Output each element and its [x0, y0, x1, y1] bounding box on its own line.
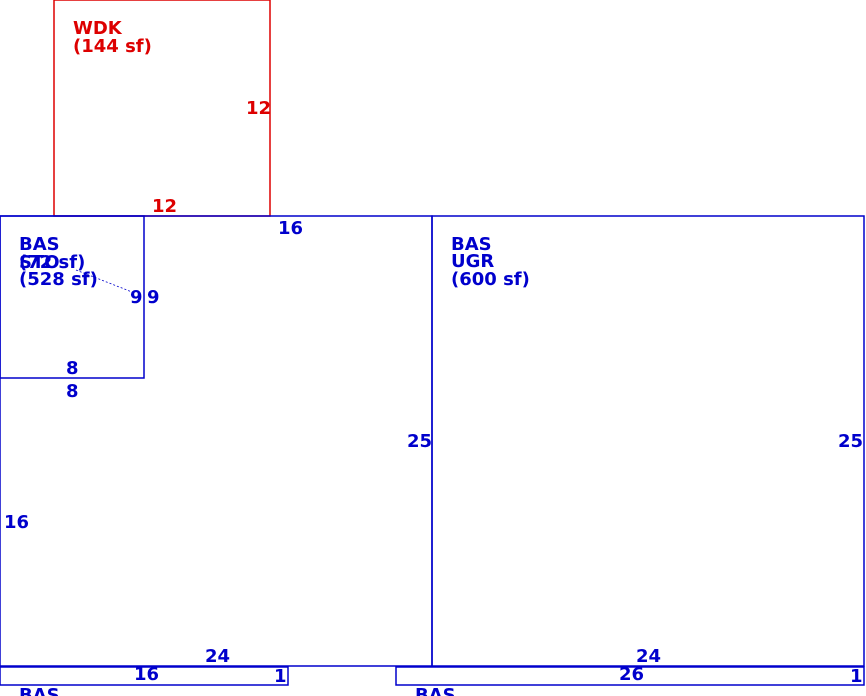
- wdk-label: WDK: [73, 18, 123, 39]
- strip-left-bas-label: BAS: [19, 685, 60, 696]
- ugr-bas-label: BAS: [451, 234, 492, 255]
- storage-code-label: STO: [19, 252, 60, 273]
- strip-right-end-dimension: 1: [850, 666, 863, 687]
- strip-right-top-dimension: 26: [619, 664, 644, 685]
- bas-main-area-label: (528 sf): [19, 269, 98, 290]
- ugr-area-label: (600 sf): [451, 269, 530, 290]
- ugr-sub-label: UGR: [451, 251, 494, 272]
- ugr-right-dimension: 25: [838, 431, 863, 452]
- ugr-bottom-dimension: 24: [636, 646, 661, 667]
- strip-left-top-dimension: 16: [134, 664, 159, 685]
- ugr-outline: [431, 215, 865, 667]
- strip-left-outline: [0, 666, 289, 686]
- strip-right-bas-label: BAS: [415, 685, 456, 696]
- main-left-dimension: 16: [4, 512, 29, 533]
- main-right-dimension: 25: [407, 431, 432, 452]
- storage-bottom-dimension-outer: 8: [66, 381, 79, 402]
- storage-bottom-dimension-inner: 8: [66, 358, 79, 379]
- wdk-bottom-dimension: 12: [152, 196, 177, 217]
- wdk-area-label: (144 sf): [73, 36, 152, 57]
- storage-right-dimension-inner: 9: [130, 287, 143, 308]
- strip-right-outline: [395, 666, 865, 686]
- storage-area-label: (72 sf): [19, 252, 85, 273]
- storage-right-dimension-outer: 9: [147, 287, 160, 308]
- storage-outline: [0, 215, 145, 379]
- bas-main-label: BAS: [19, 234, 60, 255]
- main-bottom-dimension: 24: [205, 646, 230, 667]
- strip-left-end-dimension: 1: [274, 666, 287, 687]
- wdk-right-dimension: 12: [246, 98, 271, 119]
- main-top-dimension: 16: [278, 218, 303, 239]
